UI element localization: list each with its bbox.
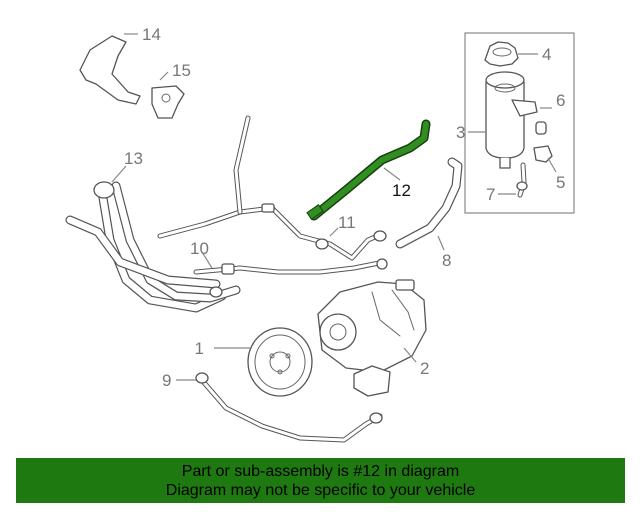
- return-line-part[interactable]: [516, 162, 528, 198]
- cooler-line-part[interactable]: [193, 258, 388, 275]
- callout-4: 4: [542, 45, 551, 64]
- pressure-line-part[interactable]: [157, 115, 387, 261]
- reservoir-group-box: [464, 32, 575, 214]
- callout-12: 12: [392, 181, 411, 200]
- return-hose-line-part[interactable]: [195, 372, 383, 443]
- pulley-part[interactable]: [247, 327, 313, 397]
- callout-8: 8: [442, 251, 451, 270]
- banner-line-disclaimer: Diagram may not be specific to your vehi…: [165, 482, 476, 499]
- reservoir-cap-part[interactable]: [484, 41, 519, 67]
- callout-3: 3: [456, 123, 465, 142]
- cooler-hose-assembly-part[interactable]: [65, 181, 241, 313]
- callout-6: 6: [556, 91, 565, 110]
- callout-15: 15: [172, 61, 191, 80]
- callout-labels: 1 2 3 4 5 6 7 8 9 10 11 12 13 14 15: [124, 25, 565, 390]
- callout-11: 11: [338, 213, 356, 232]
- callout-13: 13: [124, 149, 143, 168]
- banner-line-part-number: Part or sub-assembly is #12 in diagram: [181, 463, 460, 480]
- callout-1: 1: [195, 339, 204, 358]
- callout-10: 10: [190, 239, 209, 258]
- callout-5: 5: [556, 173, 565, 192]
- callout-9: 9: [162, 371, 171, 390]
- parts-diagram: 1 2 3 4 5 6 7 8 9 10 11 12 13 14 15: [65, 25, 575, 443]
- reservoir-part[interactable]: [485, 71, 538, 169]
- suction-hose-part[interactable]: [395, 157, 463, 249]
- reservoir-filter-part[interactable]: [535, 121, 547, 135]
- callout-7: 7: [486, 185, 495, 204]
- callout-14: 14: [142, 25, 161, 44]
- clamp-part[interactable]: [151, 85, 185, 119]
- power-steering-pump-part[interactable]: [317, 279, 427, 397]
- leader-lines: [111, 33, 557, 381]
- bracket-part[interactable]: [79, 35, 141, 105]
- info-banner: Part or sub-assembly is #12 in diagram D…: [16, 458, 625, 503]
- highlighted-hose-part-12[interactable]: [306, 119, 431, 221]
- callout-2: 2: [420, 359, 429, 378]
